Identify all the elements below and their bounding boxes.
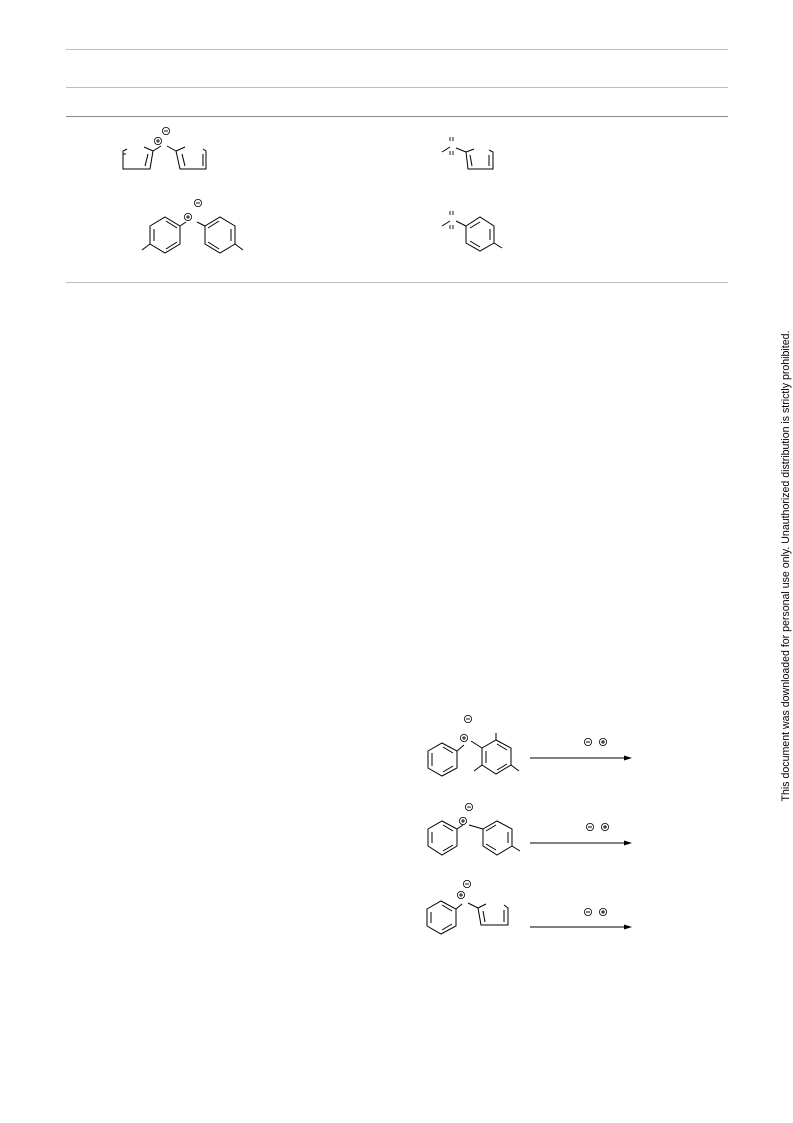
positive-charge-icon (184, 212, 193, 221)
positive-charge-icon (599, 738, 608, 746)
positive-charge-icon (154, 136, 163, 145)
reaction-arrow-1 (530, 738, 632, 761)
phenyl-thienyl-iodonium-structure (426, 880, 509, 935)
table-body-rule (66, 116, 728, 117)
thienyl-hypervalent-structure (441, 137, 494, 170)
negative-charge-icon (584, 738, 593, 746)
table-header-rule (66, 87, 728, 88)
negative-charge-icon (463, 880, 472, 888)
positive-charge-icon (599, 908, 608, 916)
reaction-arrow-2 (530, 823, 632, 846)
positive-charge-icon (459, 816, 468, 825)
tolyl-hypervalent-structure (441, 211, 503, 252)
positive-charge-icon (457, 890, 466, 899)
phenyl-tolyl-iodonium-structure (427, 803, 521, 856)
download-notice: This document was downloaded for persona… (780, 330, 792, 802)
positive-charge-icon (460, 733, 469, 742)
bis-thienyl-iodonium-structure (122, 127, 207, 170)
negative-charge-icon (162, 127, 171, 135)
table-top-rule (66, 49, 728, 50)
positive-charge-icon (601, 823, 610, 831)
negative-charge-icon (465, 803, 474, 811)
negative-charge-icon (194, 199, 203, 207)
phenyl-mesityl-iodonium-structure (427, 715, 520, 777)
reaction-arrow-3 (530, 908, 632, 930)
negative-charge-icon (584, 908, 593, 916)
bis-tolyl-iodonium-structure (141, 199, 244, 254)
negative-charge-icon (464, 715, 473, 723)
negative-charge-icon (586, 823, 595, 831)
table-bottom-rule (66, 282, 728, 283)
